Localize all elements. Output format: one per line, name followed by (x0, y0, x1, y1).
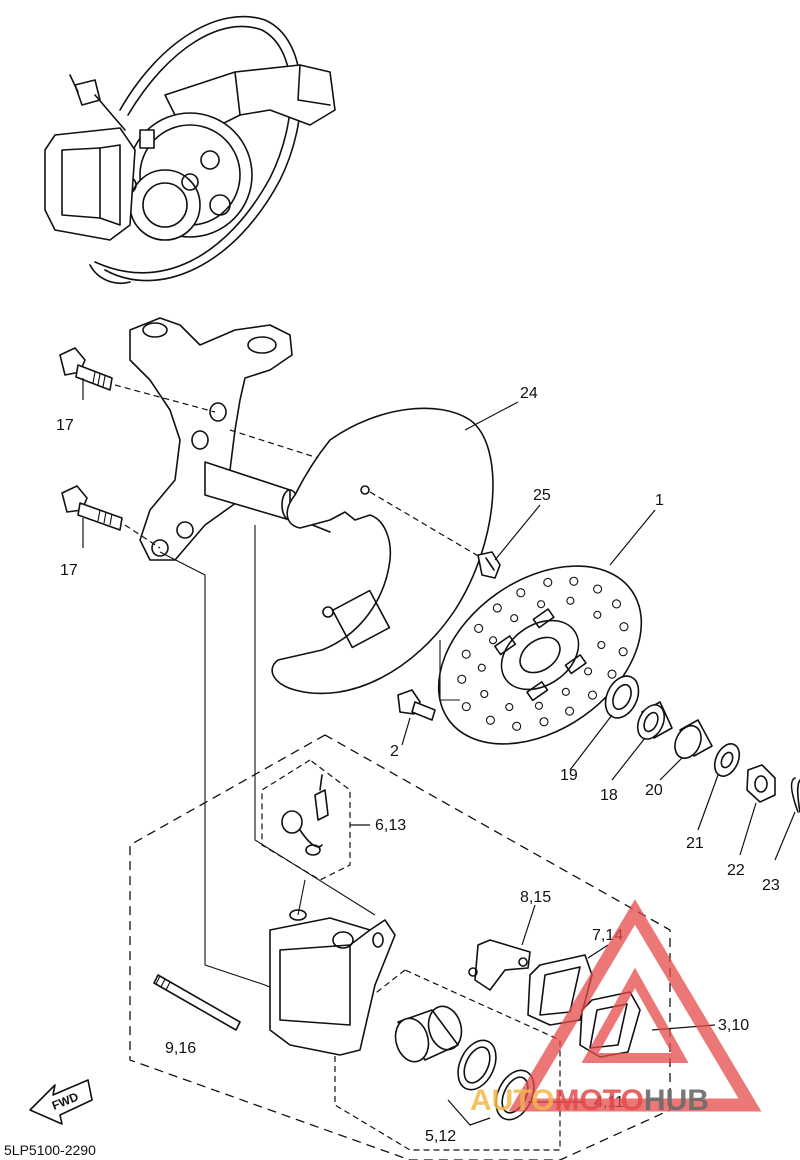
callout-17-upper: 17 (56, 417, 74, 434)
piston (394, 1005, 463, 1063)
brake-disc (437, 565, 643, 745)
bolt-axis-upper (114, 384, 216, 413)
callout-1: 1 (655, 492, 664, 509)
callout-9-16: 9,16 (165, 1040, 196, 1057)
bleeder-axis (297, 879, 306, 916)
bolt-axis-lower (124, 524, 161, 549)
disc-bracket-line (439, 640, 460, 701)
mounting-line-right (254, 525, 376, 916)
callout-25: 25 (533, 487, 551, 504)
callout-20: 20 (645, 782, 663, 799)
watermark-triangle-logo (508, 899, 762, 1112)
watermark-auto: AUTO (470, 1084, 554, 1117)
callout-24: 24 (520, 385, 538, 402)
bearing-18 (636, 701, 673, 740)
disc-vent-holes (457, 576, 629, 731)
knuckle-bolt-upper (59, 347, 113, 391)
cotter-pin-23 (790, 777, 800, 813)
bleeder-screw-set (281, 774, 329, 856)
callout-6-13: 6,13 (375, 817, 406, 834)
callout-8-15: 8,15 (520, 889, 551, 906)
washer-21 (713, 743, 741, 777)
callout-2: 2 (390, 743, 399, 760)
callout-19: 19 (560, 767, 578, 784)
callout-5-12: 5,12 (425, 1128, 456, 1145)
caliper-body (269, 909, 396, 1056)
disc-guard (271, 407, 494, 695)
watermark-moto: MOTO (554, 1084, 643, 1117)
watermark-text: AUTOMOTOHUB (470, 1084, 709, 1117)
knuckle-bolt-lower (61, 485, 123, 531)
pad-spring (468, 939, 531, 991)
spacer-19 (604, 675, 640, 719)
callout-18: 18 (600, 787, 618, 804)
disc-bolt (397, 689, 436, 721)
diagram-code: 5LP5100-2290 (4, 1142, 96, 1158)
automotohub-watermark: AUTOMOTOHUB (470, 899, 762, 1117)
fwd-arrow: FWD (29, 1079, 93, 1125)
callout-17-lower: 17 (60, 562, 78, 579)
callout-22: 22 (727, 862, 745, 879)
guard-screw (477, 551, 501, 579)
watermark-hub: HUB (644, 1084, 709, 1117)
steering-knuckle (129, 317, 331, 561)
callout-21: 21 (686, 835, 704, 852)
guard-screw-axis (369, 491, 486, 561)
assembled-brake-view (44, 15, 336, 284)
collar-20 (674, 719, 713, 760)
callout-23: 23 (762, 877, 780, 894)
slide-pin (153, 974, 241, 1031)
castle-nut-22 (746, 764, 776, 803)
piston-seal (457, 1039, 497, 1091)
bleeder-kit-boundary (261, 759, 351, 881)
callout-3-10: 3,10 (718, 1017, 749, 1034)
